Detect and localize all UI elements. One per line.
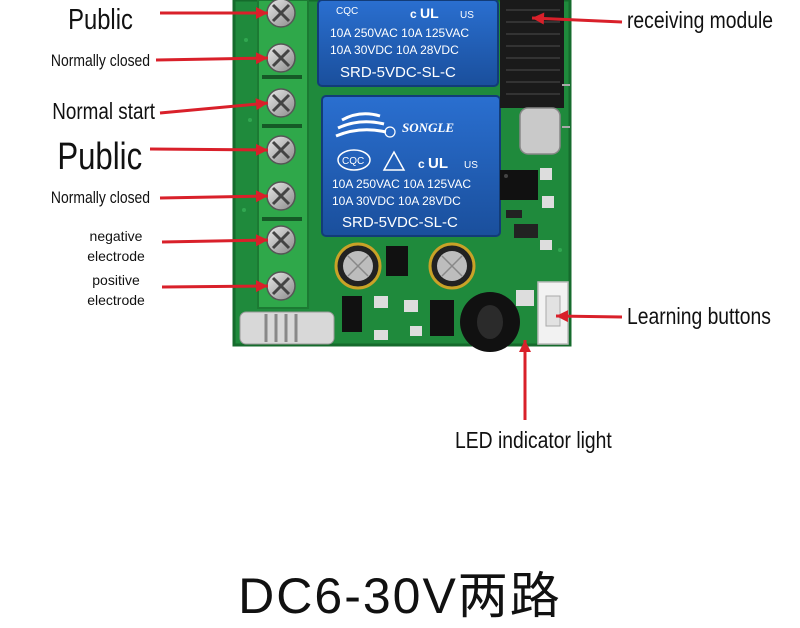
svg-text:SRD-5VDC-SL-C: SRD-5VDC-SL-C [342,214,458,231]
svg-text:c: c [418,157,425,171]
svg-text:10A 30VDC 10A 28VDC: 10A 30VDC 10A 28VDC [332,194,461,208]
arrow-negative-electrode [161,238,269,244]
arrow-normal-start-head [255,98,268,111]
label-negative-line2: electrode [87,248,145,264]
svg-text:US: US [460,10,474,21]
arrow-normal-start [159,101,269,115]
arrow-receiving-module [531,16,623,24]
label-negative-electrode: negative electrode [66,226,166,266]
label-positive-line2: electrode [87,292,145,308]
label-public-2-text: Public [57,136,143,178]
svg-text:10A 250VAC 10A 125VAC: 10A 250VAC 10A 125VAC [330,26,469,40]
relay-1 [317,0,499,87]
label-positive-electrode: positive electrode [66,270,166,310]
label-public-1: Public [50,4,150,37]
screw-slot [271,93,291,113]
label-learning-buttons-text: Learning buttons [627,303,771,329]
diagram: CQC c UL US 10A 250VAC 10A 125VAC 10A 30… [30,0,800,624]
screw-slot [271,230,291,250]
arrow-positive-electrode [161,284,269,289]
svg-text:10A 30VDC 10A 28VDC: 10A 30VDC 10A 28VDC [330,43,459,57]
svg-text:SRD-5VDC-SL-C: SRD-5VDC-SL-C [340,64,456,81]
label-normal-start-text: Normal start [52,98,156,124]
label-negative-line1: negative [89,228,143,244]
label-normally-closed-2-text: Normally closed [50,188,150,207]
svg-text:CQC: CQC [336,6,358,17]
svg-text:UL: UL [420,5,439,21]
receiver-module [500,0,564,108]
svg-text:UL: UL [428,155,448,172]
arrow-positive-electrode-head [255,280,268,293]
label-normally-closed-1-text: Normally closed [50,51,150,70]
arrow-public-2 [149,147,269,152]
arrow-normally-closed-2 [159,194,269,200]
label-normally-closed-1: Normally closed [30,51,170,71]
screw-slot [271,140,291,160]
arrow-receiving-module-head [532,12,545,25]
footer-title: DC6-30V两路 [238,568,562,624]
label-receiving-module: receiving module [627,7,800,34]
svg-text:SONGLE: SONGLE [402,120,454,135]
relay-board-illustration: CQC c UL US 10A 250VAC 10A 125VAC 10A 30… [149,0,623,420]
label-led-indicator: LED indicator light [455,427,642,454]
label-positive-line1: positive [92,272,140,288]
screw-slot [271,48,291,68]
arrow-normally-closed-1-head [255,52,268,65]
arrow-learning-buttons-head [556,310,569,323]
label-public-1-text: Public [67,4,133,36]
arrow-normally-closed-1 [155,56,269,62]
label-normal-start: Normal start [34,98,174,125]
screw-slot [271,3,291,23]
label-learning-buttons: Learning buttons [627,303,798,330]
arrow-public-2-head [255,143,268,156]
svg-text:c: c [410,7,417,21]
label-public-2: Public [44,136,156,179]
arrow-normally-closed-2-head [255,190,268,203]
arrow-public-1-head [256,7,268,19]
label-led-indicator-text: LED indicator light [455,427,612,453]
screw-slot [271,186,291,206]
label-receiving-module-text: receiving module [627,7,774,33]
svg-text:CQC: CQC [342,156,364,167]
svg-text:US: US [464,160,478,171]
label-normally-closed-2: Normally closed [30,188,170,208]
arrow-led-indicator-head [519,340,531,352]
screw-slot [271,276,291,296]
svg-text:10A 250VAC 10A 125VAC: 10A 250VAC 10A 125VAC [332,177,471,191]
arrow-negative-electrode-head [255,234,268,247]
